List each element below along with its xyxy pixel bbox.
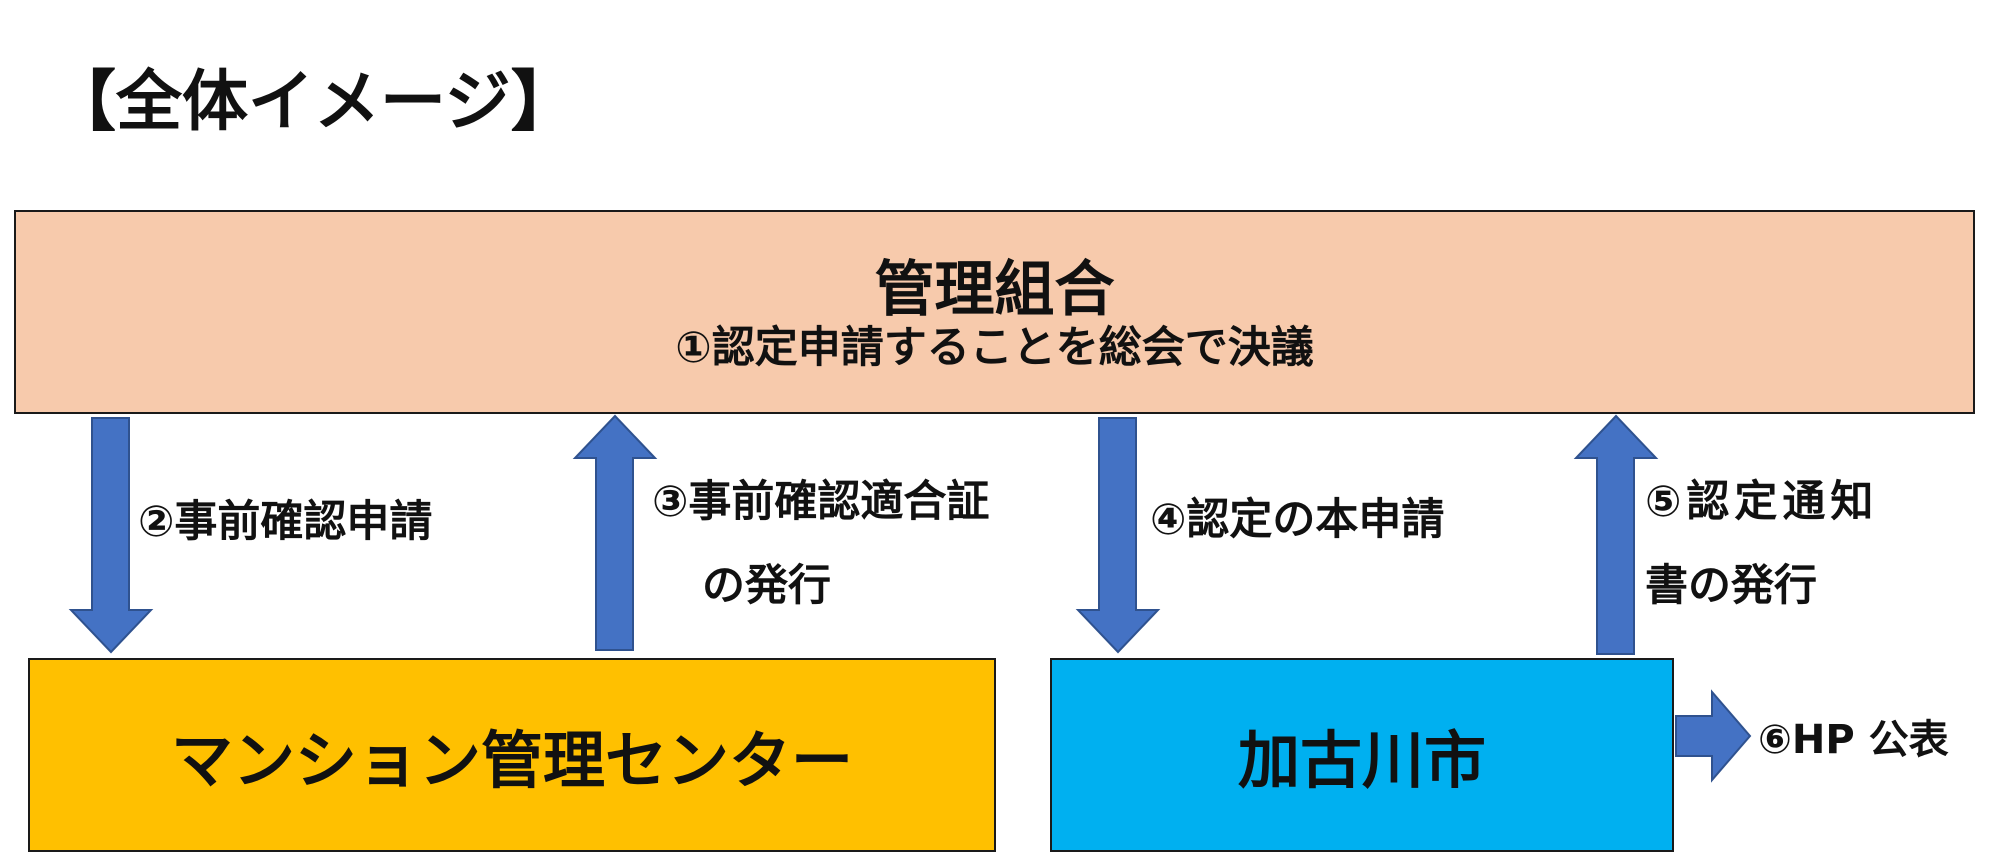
step-2-down-arrow: [68, 417, 154, 654]
step-4-label: ④認定の本申請: [1150, 495, 1445, 545]
step-3-label-line2: の発行: [702, 561, 831, 611]
step-1-label: ①認定申請することを総会で決議: [675, 323, 1314, 373]
management-association-box: 管理組合 ①認定申請することを総会で決議: [14, 210, 1975, 414]
diagram-title: 【全体イメージ】: [50, 63, 577, 140]
city-box: 加古川市: [1050, 658, 1674, 852]
management-center-box: マンション管理センター: [28, 658, 996, 852]
step-5-up-arrow: [1573, 414, 1659, 655]
step-5-label-line2: 書の発行: [1645, 561, 1817, 611]
management-association-name: 管理組合: [874, 255, 1115, 325]
step-3-label-line1: ③事前確認適合証: [652, 477, 990, 527]
step-6-label: ⑥HP 公表: [1758, 717, 1949, 763]
step-2-label: ②事前確認申請: [138, 497, 433, 547]
step-5-label-line1: ⑤認定通知: [1645, 477, 1879, 527]
step-3-up-arrow: [572, 414, 658, 651]
management-center-name: マンション管理センター: [170, 724, 853, 797]
city-name: 加古川市: [1237, 724, 1486, 797]
step-6-right-arrow: [1675, 689, 1752, 783]
step-4-down-arrow: [1075, 417, 1161, 654]
